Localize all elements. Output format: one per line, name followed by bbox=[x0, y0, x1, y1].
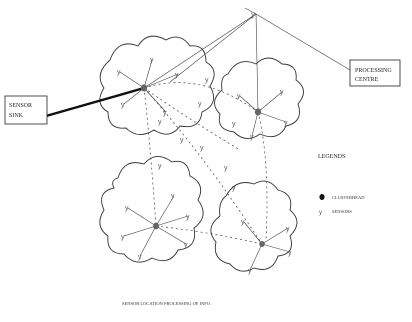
svg-text:y: y bbox=[184, 242, 188, 249]
sink-cable bbox=[45, 86, 145, 118]
svg-text:y: y bbox=[121, 102, 125, 109]
backbone-lines bbox=[143, 7, 351, 113]
legend-title: LEGENDS bbox=[318, 154, 345, 160]
legend: LEGENDS CLUSTERHEAD y SENSORS bbox=[318, 154, 365, 216]
svg-text:y: y bbox=[158, 119, 162, 126]
cloud-bottom-right bbox=[210, 180, 298, 272]
clusterhead-1 bbox=[140, 84, 148, 92]
figure-caption: SENSOR LOCATION PROCESSING OF INFO. bbox=[122, 301, 211, 306]
svg-text:y: y bbox=[138, 254, 142, 261]
cluster-spokes bbox=[119, 59, 291, 271]
svg-text:y: y bbox=[224, 165, 228, 172]
sink-label-2: SINK bbox=[9, 113, 24, 119]
svg-text:y: y bbox=[232, 185, 236, 192]
sensor-sink-box: SENSOR SINK bbox=[4, 95, 48, 125]
svg-text:y: y bbox=[171, 193, 175, 200]
apex-node: y bbox=[251, 10, 255, 19]
svg-text:y: y bbox=[280, 89, 284, 96]
processing-centre-box: PROCESSING CENTRE bbox=[349, 59, 401, 87]
svg-text:y: y bbox=[125, 205, 129, 212]
svg-text:y: y bbox=[163, 110, 167, 117]
svg-text:y: y bbox=[200, 145, 204, 152]
svg-text:y: y bbox=[186, 214, 190, 221]
svg-text:y: y bbox=[237, 93, 241, 100]
legend-clusterhead-label: CLUSTERHEAD bbox=[332, 195, 365, 200]
clusterhead-4 bbox=[259, 241, 265, 247]
cloud-top-left bbox=[99, 35, 215, 135]
inter-cluster-routes bbox=[143, 82, 268, 245]
cloud-top-right bbox=[214, 57, 304, 139]
svg-text:y: y bbox=[180, 137, 184, 144]
svg-text:y: y bbox=[198, 101, 202, 108]
sink-label-1: SENSOR bbox=[9, 103, 32, 109]
svg-text:y: y bbox=[205, 77, 209, 84]
legend-sensor-label: SENSORS bbox=[332, 209, 352, 214]
cloud-bottom-left bbox=[99, 156, 204, 263]
processing-label-1: PROCESSING bbox=[355, 68, 392, 74]
clusterhead-3 bbox=[153, 222, 159, 230]
svg-text:y: y bbox=[158, 163, 162, 170]
svg-text:y: y bbox=[232, 121, 236, 128]
svg-text:y: y bbox=[175, 72, 179, 79]
svg-text:y: y bbox=[288, 250, 292, 257]
svg-text:y: y bbox=[286, 226, 290, 233]
legend-sensor-marker: y bbox=[319, 210, 322, 216]
svg-text:y: y bbox=[121, 234, 125, 241]
svg-text:y: y bbox=[150, 57, 154, 64]
clusterhead-2 bbox=[254, 108, 262, 116]
svg-text:y: y bbox=[117, 69, 121, 76]
svg-text:y: y bbox=[248, 268, 252, 275]
legend-clusterhead-marker bbox=[319, 194, 325, 200]
cluster-heads bbox=[140, 84, 265, 247]
processing-label-2: CENTRE bbox=[355, 77, 379, 83]
svg-text:y: y bbox=[284, 120, 288, 127]
svg-text:y: y bbox=[241, 219, 245, 226]
svg-text:y: y bbox=[250, 134, 254, 141]
